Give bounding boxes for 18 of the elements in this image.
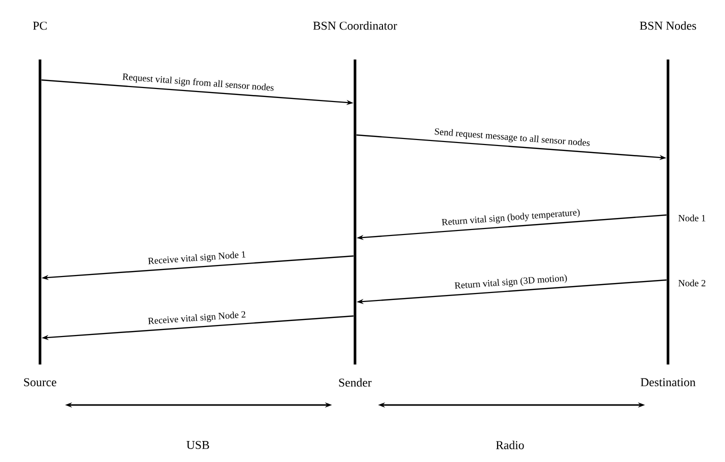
link-label: Radio <box>496 440 524 450</box>
edge-label: Return vital sign (3D motion) <box>454 274 567 289</box>
edge-label: Receive vital sign Node 1 <box>148 251 246 264</box>
node-label: Node 2 <box>678 280 706 286</box>
edge-label: Receive vital sign Node 2 <box>148 311 246 324</box>
link-label: USB <box>186 440 210 450</box>
edge-label: Request vital sign from all sensor nodes <box>122 73 274 91</box>
lifeline: PC Source <box>24 22 56 386</box>
node-label: Sender <box>339 378 372 387</box>
node-label: Source <box>24 378 56 386</box>
edge-label: Send request message to all sensor nodes <box>434 128 590 146</box>
node-label: PC <box>33 22 47 30</box>
node-label: BSN Coordinator <box>313 21 398 30</box>
node-label: BSN Nodes <box>640 21 696 30</box>
node-label: Node 1 <box>678 214 706 222</box>
edge-label: Return vital sign (body temperature) <box>442 208 580 226</box>
lifeline: BSN Coordinator Sender <box>313 21 398 387</box>
node-label: Destination <box>640 378 696 386</box>
